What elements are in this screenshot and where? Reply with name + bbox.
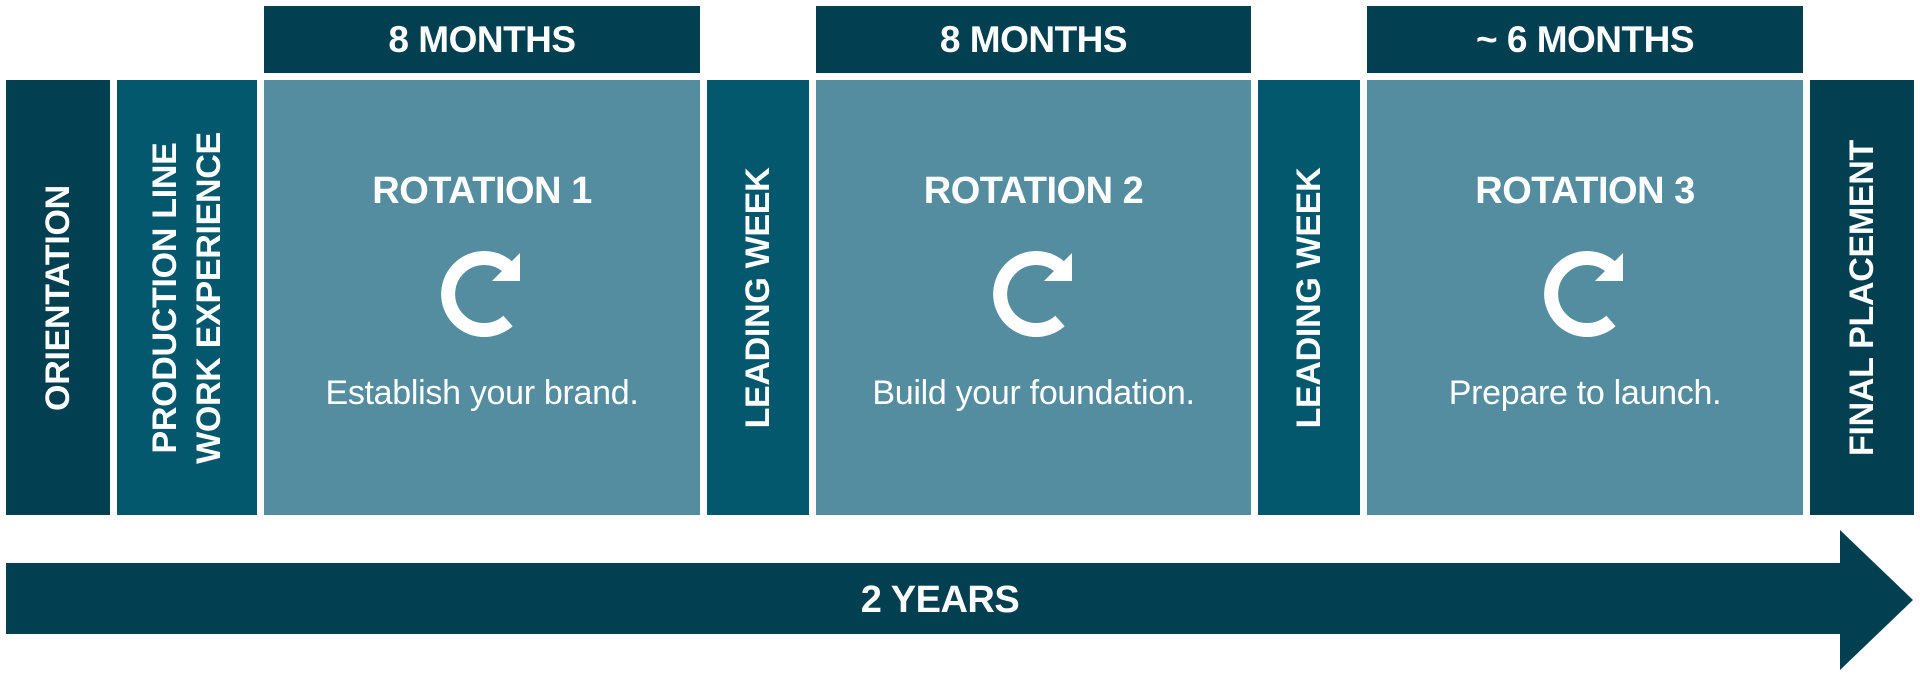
stage-label: PRODUCTION LINE WORK EXPERIENCE xyxy=(143,132,231,464)
rotation-card-2: ROTATION 2 Build your foundation. xyxy=(816,80,1251,515)
rotation-description: Prepare to launch. xyxy=(1448,374,1722,412)
rotation-description: Build your foundation. xyxy=(872,374,1195,412)
stage-orientation: ORIENTATION xyxy=(6,80,110,515)
duration-label: ~ 6 MONTHS xyxy=(1475,18,1695,60)
stage-final-placement: FINAL PLACEMENT xyxy=(1810,80,1914,515)
stage-label: LEADING WEEK xyxy=(1290,167,1328,428)
duration-header-rotation-2: 8 MONTHS xyxy=(816,6,1251,73)
rotation-title: ROTATION 3 xyxy=(1475,170,1695,212)
stage-label: FINAL PLACEMENT xyxy=(1843,139,1881,456)
timeline-label: 2 YEARS xyxy=(860,578,1020,621)
rotation-title: ROTATION 1 xyxy=(372,170,592,212)
rotate-arrow-icon xyxy=(1544,251,1623,338)
rotation-title: ROTATION 2 xyxy=(923,170,1144,212)
rotation-card-3: ROTATION 3 Prepare to launch. xyxy=(1367,80,1803,515)
duration-label: 8 MONTHS xyxy=(388,18,576,60)
rotation-card-1: ROTATION 1 Establish your brand. xyxy=(264,80,700,515)
stage-label: LEADING WEEK xyxy=(739,167,777,428)
duration-label: 8 MONTHS xyxy=(939,18,1128,60)
stage-leading-week-1: LEADING WEEK xyxy=(707,80,809,515)
rotation-description: Establish your brand. xyxy=(325,374,639,412)
stage-production-line: PRODUCTION LINE WORK EXPERIENCE xyxy=(117,80,257,515)
stage-leading-week-2: LEADING WEEK xyxy=(1258,80,1360,515)
duration-header-rotation-1: 8 MONTHS xyxy=(264,6,700,73)
stage-label: ORIENTATION xyxy=(39,184,77,411)
timeline-arrow xyxy=(6,530,1913,670)
duration-header-rotation-3: ~ 6 MONTHS xyxy=(1367,6,1803,73)
stage-label-line-1: PRODUCTION LINE xyxy=(146,142,184,453)
rotate-arrow-icon xyxy=(441,251,520,338)
stage-label-line-2: WORK EXPERIENCE xyxy=(190,131,228,464)
rotate-arrow-icon xyxy=(992,251,1072,338)
